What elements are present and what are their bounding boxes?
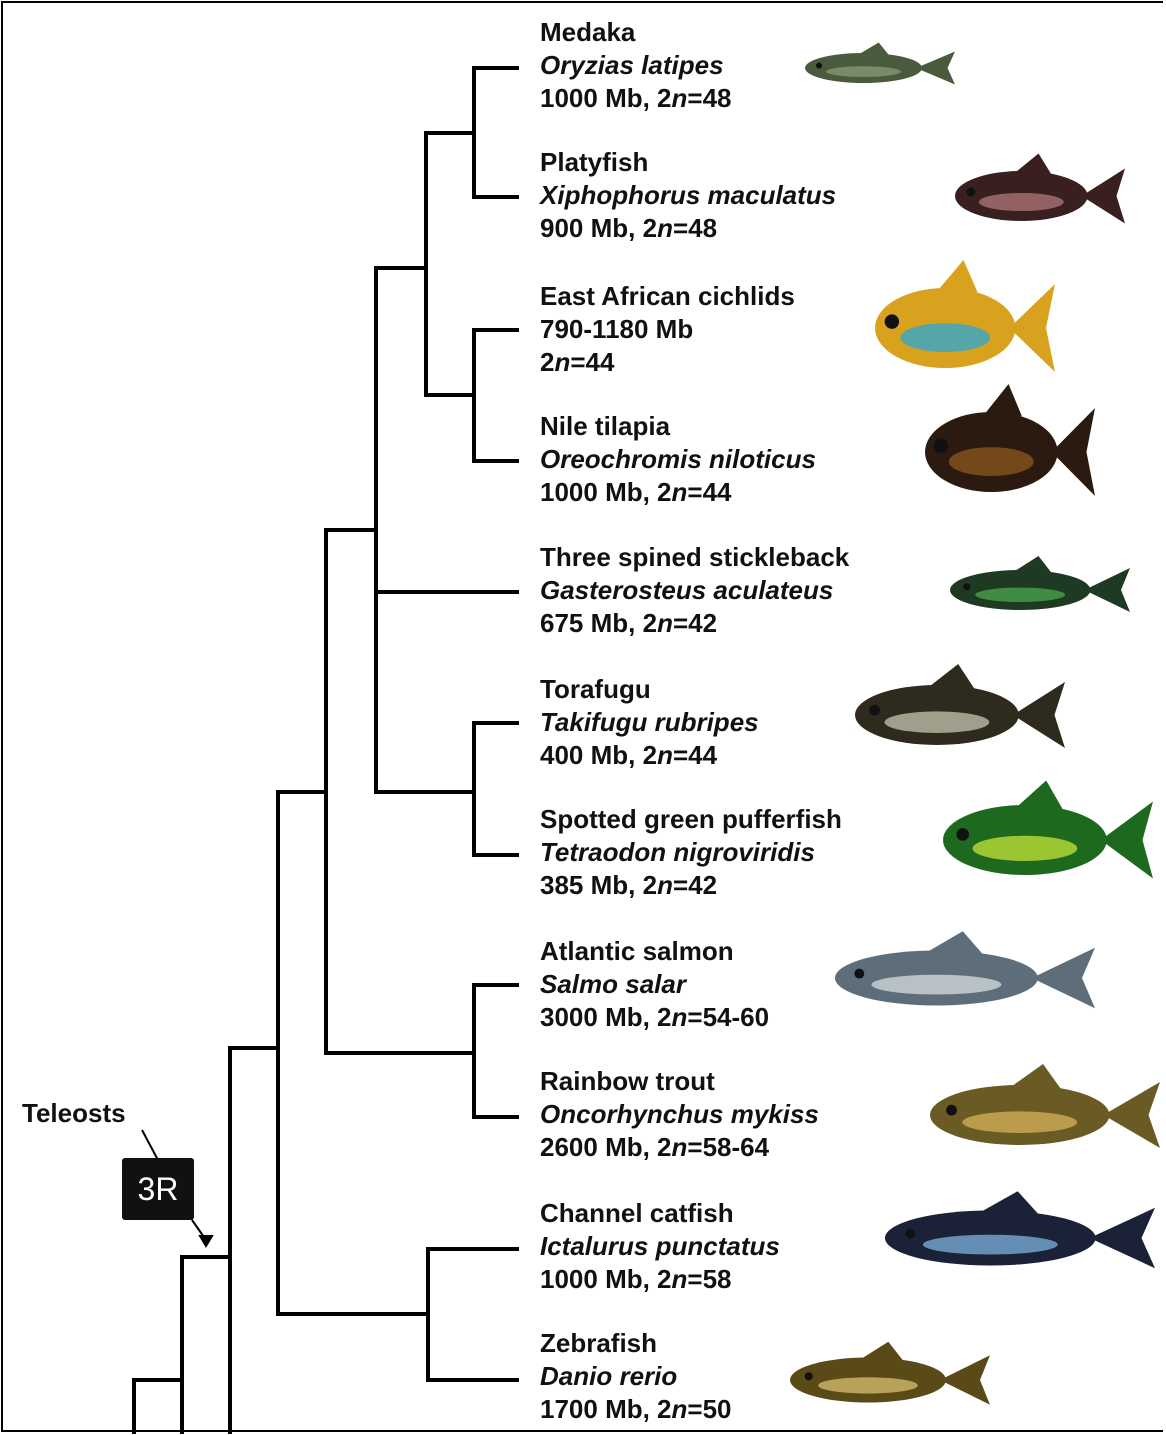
fish-marking [826,66,901,77]
fish-eye [966,188,975,197]
fish-eye [854,969,864,979]
fish-marking [949,447,1034,476]
fish-fin [938,260,977,292]
fish-marking [884,711,989,733]
green-pufferfish-image [943,781,1153,879]
fish-eye [816,63,822,69]
trout-image [930,1064,1160,1148]
fish-eye [956,828,969,841]
fish-tail [1009,284,1055,372]
fish-marking [872,975,1002,995]
fish-eye [905,1229,915,1239]
fish-marking [818,1377,918,1393]
salmon-image [835,931,1095,1008]
fish-fin [985,384,1022,416]
fish-eye [869,705,880,716]
fish-marking [962,1111,1077,1133]
zebrafish-image [790,1342,990,1405]
fish-tail [1013,682,1065,748]
fish-marking [900,323,990,352]
fish-tail [1032,948,1095,1009]
fish-marking [979,193,1064,211]
fish-tail [1052,408,1095,496]
tilapia-image [925,384,1095,496]
fish-tail [1090,1208,1155,1269]
medaka-fish-image [805,43,955,85]
stickleback-image [950,556,1130,612]
fish-tail [940,1355,990,1405]
fish-eye [885,314,899,328]
fish-tail [1103,1082,1160,1148]
fish-marking [972,836,1077,861]
fish-marking [975,588,1065,602]
platyfish-image [955,154,1125,224]
fish-eye [934,438,948,452]
fish-fin [1017,781,1063,810]
fish-tail [1082,169,1125,224]
fish-eye [805,1372,813,1380]
fish-marking [923,1235,1058,1255]
fish-eye [946,1105,957,1116]
cichlid-image [875,260,1055,372]
catfish-image [885,1191,1155,1268]
fish-tail [1101,802,1153,879]
fish-eye [963,583,970,590]
torafugu-image [855,664,1065,748]
fish-tail [1084,568,1130,612]
